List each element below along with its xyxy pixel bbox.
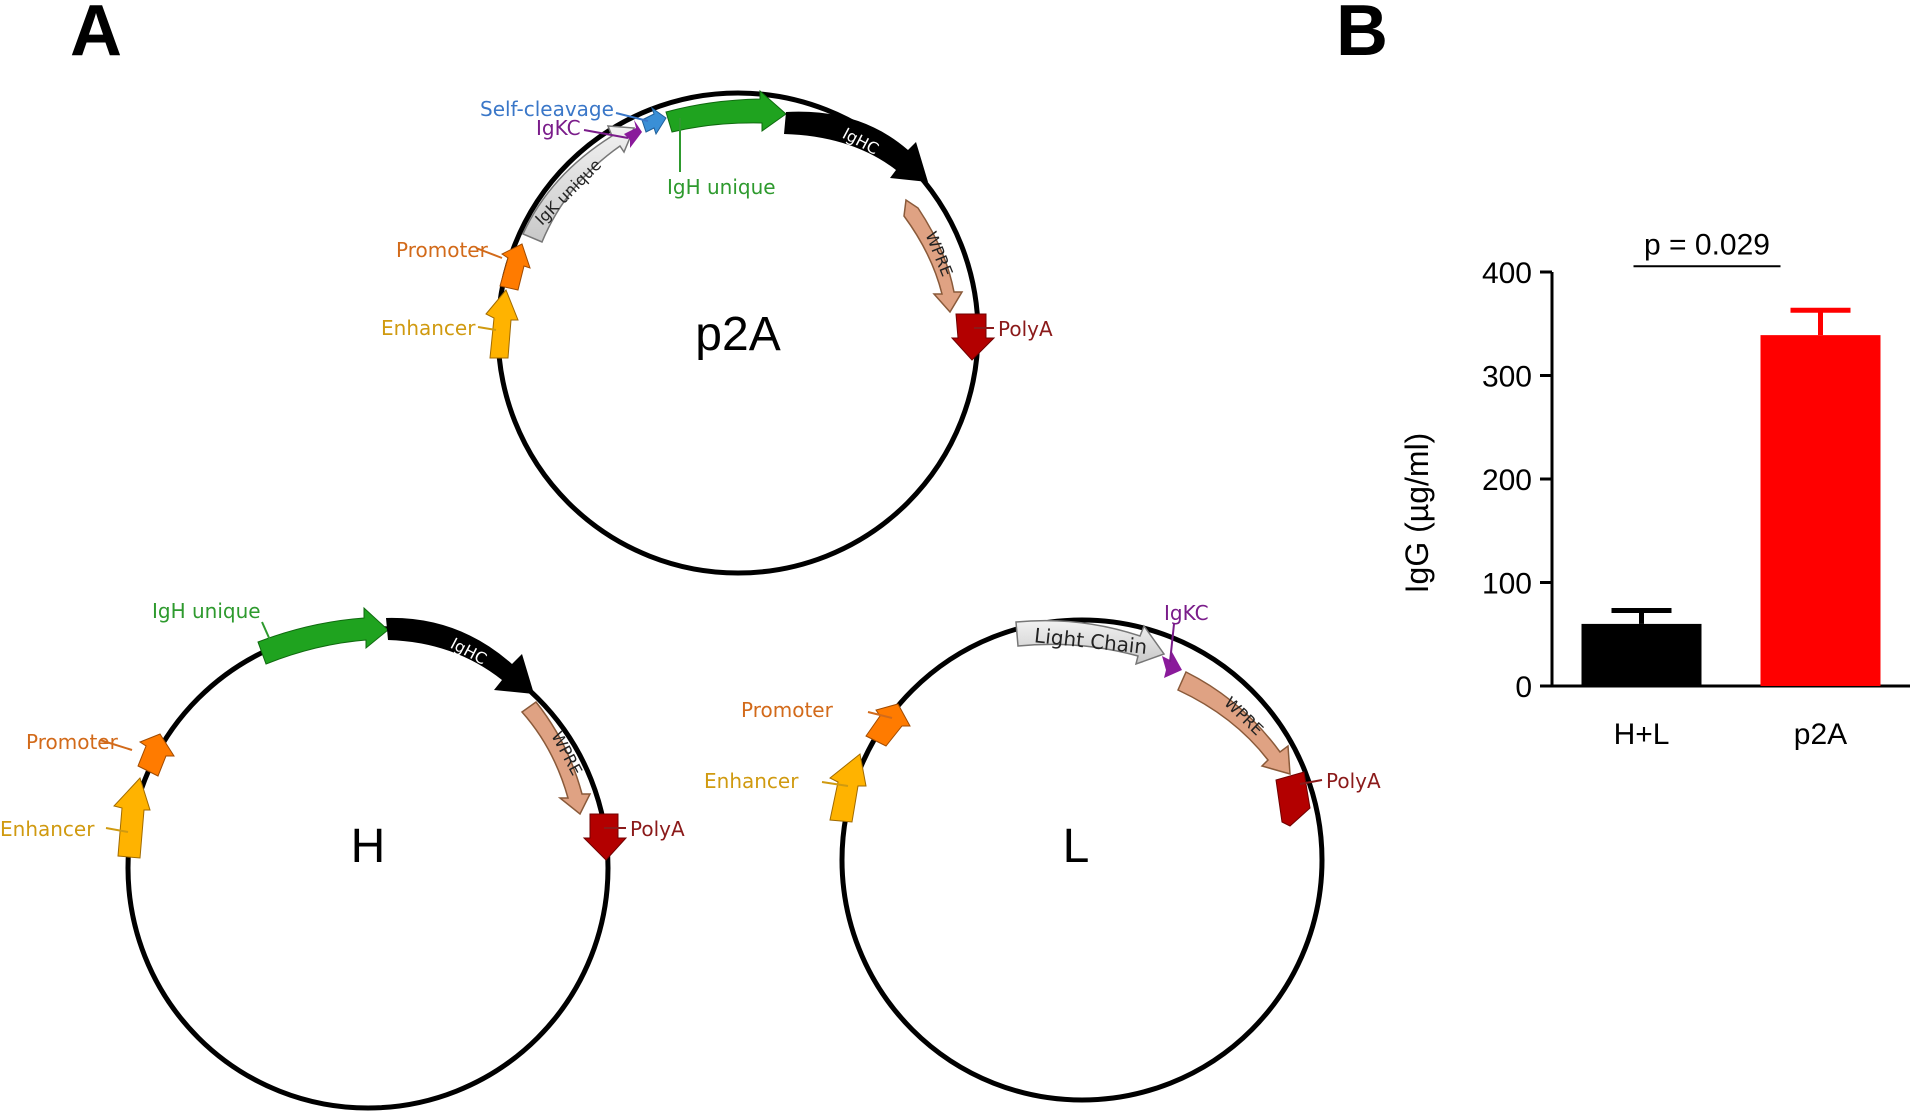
h-promoter-leader [99,739,133,751]
l-enhancer-label: Enhancer [704,769,799,793]
plasmid-l-backbone [839,617,1325,1103]
panel-a-label: A [70,0,122,71]
y-tick-label: 0 [1515,671,1532,704]
h-plasmid-name: H [351,820,386,873]
bar-H+L [1581,623,1702,686]
p2a-polya-label: PolyA [998,317,1053,341]
p2a-igkc-leader [583,129,629,139]
p2a-promoter-leader [475,247,503,259]
p2a-ighc-arrow [784,111,928,182]
l-igkc-arrow [1162,652,1182,678]
h-ighc-arrow [386,617,534,694]
p2a-enhancer-label: Enhancer [381,316,476,340]
p2a-self-cleavage-label: Self-cleavage [480,97,614,121]
y-tick-label: 300 [1482,361,1532,394]
l-polya-arrow [1275,771,1311,827]
p2a-polya-arrow [950,313,996,361]
l-promoter-leader [867,711,893,719]
h-igh-unique-leader [261,621,271,641]
p2a-promoter-label: Promoter [396,238,489,262]
x-tick-labels: H+L p2A [1614,718,1848,751]
plasmid-p2a: IgK unique IgHC WPRE Promoter Enhancer S… [381,89,1053,576]
x-tick-label: H+L [1614,718,1670,751]
x-tick-label: p2A [1794,718,1847,751]
h-promoter-arrow [137,733,175,777]
h-enhancer-label: Enhancer [0,817,95,841]
h-igh-unique-label: IgH unique [152,599,261,623]
h-polya-arrow [582,813,628,861]
y-ticks: 0 100 200 300 400 [1482,257,1552,704]
l-enhancer-leader [821,781,849,787]
h-igh-unique-arrow [257,606,389,665]
bars [1581,307,1881,686]
l-wpre-arrow [1177,670,1291,776]
plasmid-l: Light Chain WPRE Promoter Enhancer IgKC … [704,601,1381,1103]
l-polya-label: PolyA [1326,769,1381,793]
p2a-igkc-label: IgKC [536,116,581,140]
p2a-igk-unique-arrow [521,125,636,243]
l-light-chain-arrow [1015,619,1166,666]
l-light-chain-label: Light Chain [1033,623,1148,659]
p2a-self-cleavage-leader [615,112,649,122]
p2a-enhancer-leader [477,326,497,331]
l-igkc-leader [1169,623,1175,663]
h-polya-label: PolyA [630,817,685,841]
l-polya-leader [1299,779,1323,785]
p2a-igkc-arrow [624,120,642,148]
h-enhancer-arrow [113,777,151,859]
l-enhancer-arrow [829,753,867,823]
y-tick-label: 400 [1482,257,1532,290]
h-enhancer-leader [105,827,129,833]
l-promoter-arrow [865,703,911,747]
plasmid-h: IgHC WPRE Promoter Enhancer IgH unique P… [0,599,685,1111]
p2a-plasmid-name: p2A [695,308,780,361]
p2a-igh-unique-arrow [665,89,787,133]
p2a-wpre-arrow [903,198,964,314]
significance-label: p = 0.029 [1644,228,1770,261]
h-promoter-label: Promoter [26,730,119,754]
p2a-self-cleavage-arrow [641,106,667,136]
l-igkc-label: IgKC [1164,601,1209,625]
l-promoter-label: Promoter [741,698,834,722]
y-tick-label: 200 [1482,464,1532,497]
y-tick-label: 100 [1482,568,1532,601]
y-axis-title: IgG (µg/ml) [1399,433,1435,594]
p2a-promoter-arrow [499,243,531,291]
h-wpre-arrow [520,700,592,816]
panel-b-label: B [1336,0,1388,71]
l-plasmid-name: L [1063,820,1090,873]
bar-chart: 0 100 200 300 400 H+L p2A IgG (µg/ml) p = 0.0… [1399,228,1910,751]
p2a-enhancer-arrow [485,289,519,359]
p2a-igh-unique-label: IgH unique [667,175,776,199]
bar-p2A [1760,335,1881,686]
